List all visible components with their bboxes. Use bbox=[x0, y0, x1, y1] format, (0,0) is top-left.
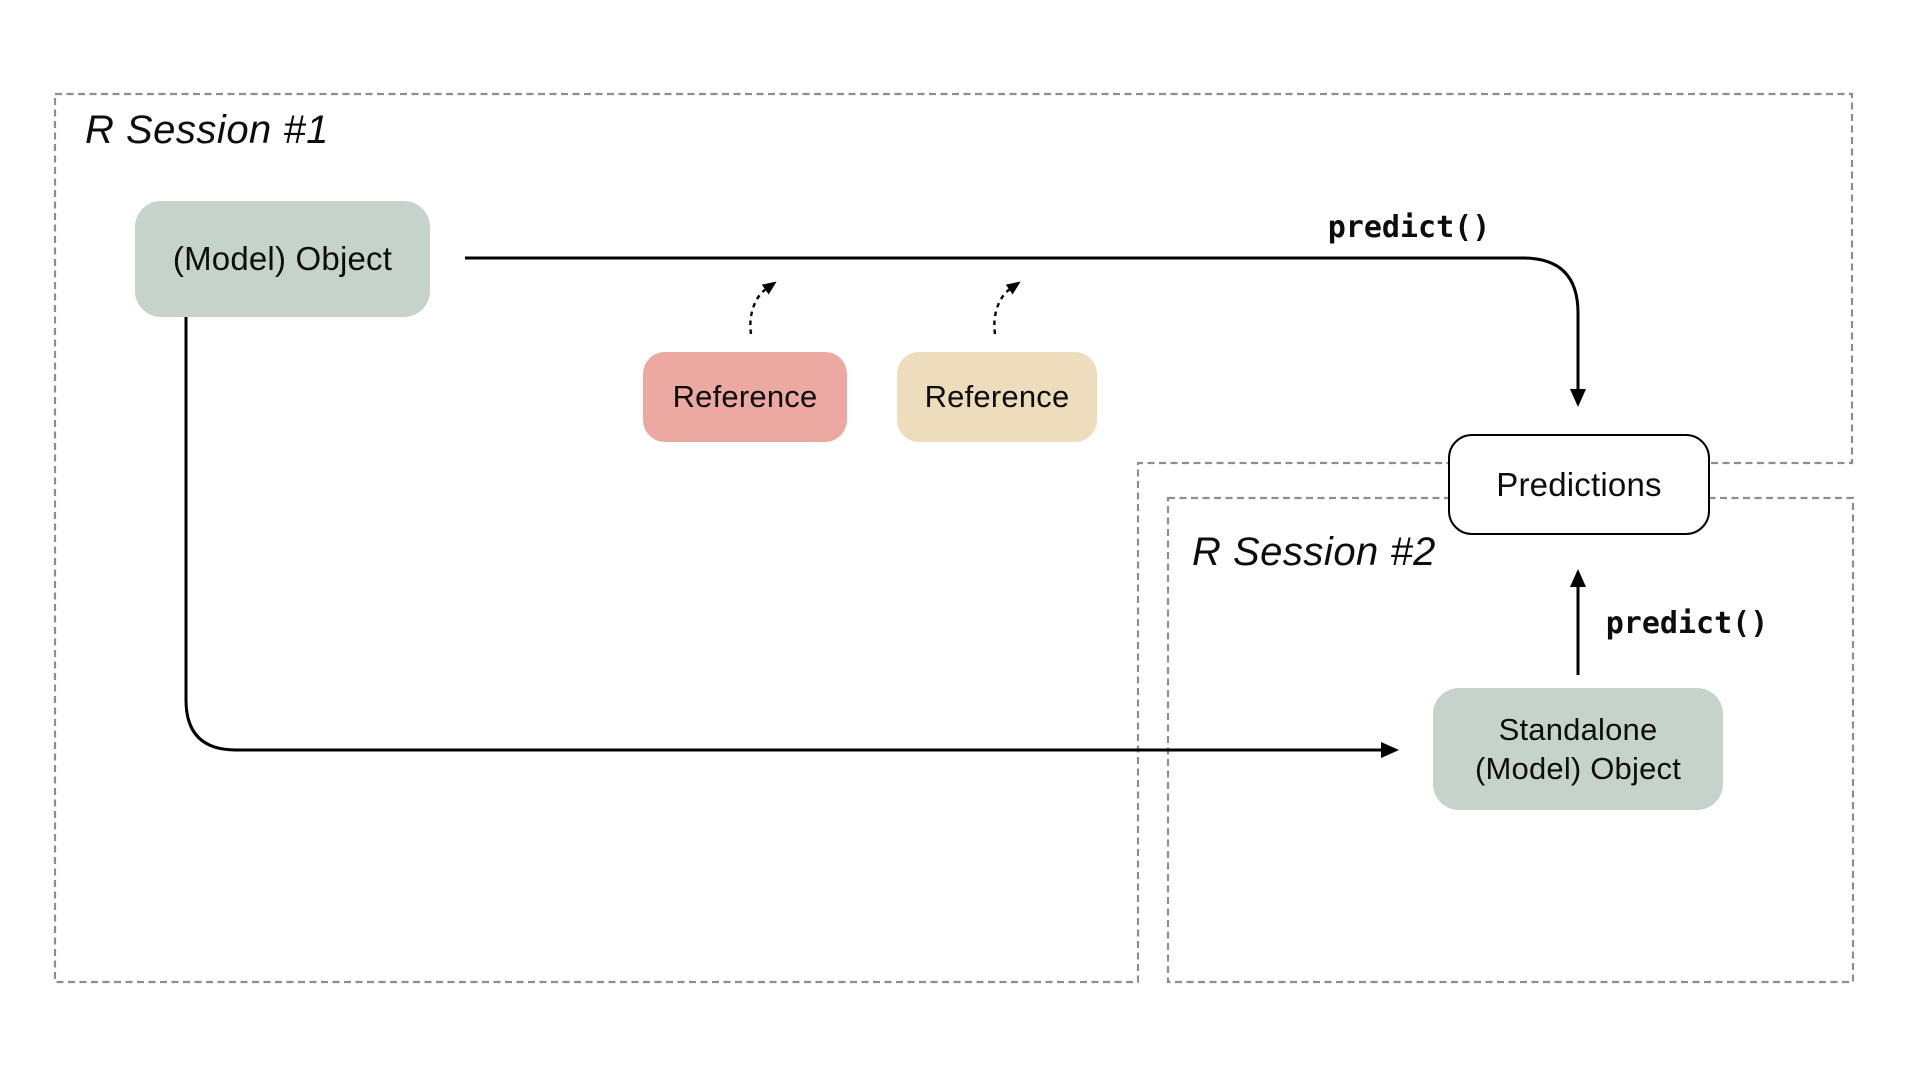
session1-label: R Session #1 bbox=[85, 108, 329, 152]
standalone-label-line1: Standalone bbox=[1498, 711, 1658, 747]
predict-top-label: predict() bbox=[1327, 210, 1491, 245]
session1-dashed-border bbox=[53, 92, 1854, 984]
model-object-node: (Model) Object bbox=[135, 201, 430, 317]
reference-tan-label: Reference bbox=[924, 379, 1070, 414]
arrow-reference-pink-dashed bbox=[749, 281, 777, 335]
session2-label: R Session #2 bbox=[1192, 530, 1436, 574]
arrow-reference-tan-dashed bbox=[993, 281, 1021, 335]
predictions-node: Predictions bbox=[1448, 434, 1710, 535]
reference-pink-label: Reference bbox=[672, 379, 818, 414]
standalone-label-line2: (Model) Object bbox=[1474, 751, 1682, 786]
predictions-label: Predictions bbox=[1496, 465, 1662, 503]
reference-tan-node: Reference bbox=[897, 352, 1097, 442]
arrow-model-to-standalone bbox=[184, 317, 1399, 758]
session2-dashed-border bbox=[1166, 496, 1855, 984]
model-object-label: (Model) Object bbox=[172, 240, 393, 277]
standalone-model-object-node: Standalone (Model) Object bbox=[1433, 688, 1723, 810]
reference-pink-node: Reference bbox=[643, 352, 847, 442]
arrow-model-to-predictions bbox=[465, 256, 1586, 407]
predict-bottom-label: predict() bbox=[1605, 606, 1769, 641]
